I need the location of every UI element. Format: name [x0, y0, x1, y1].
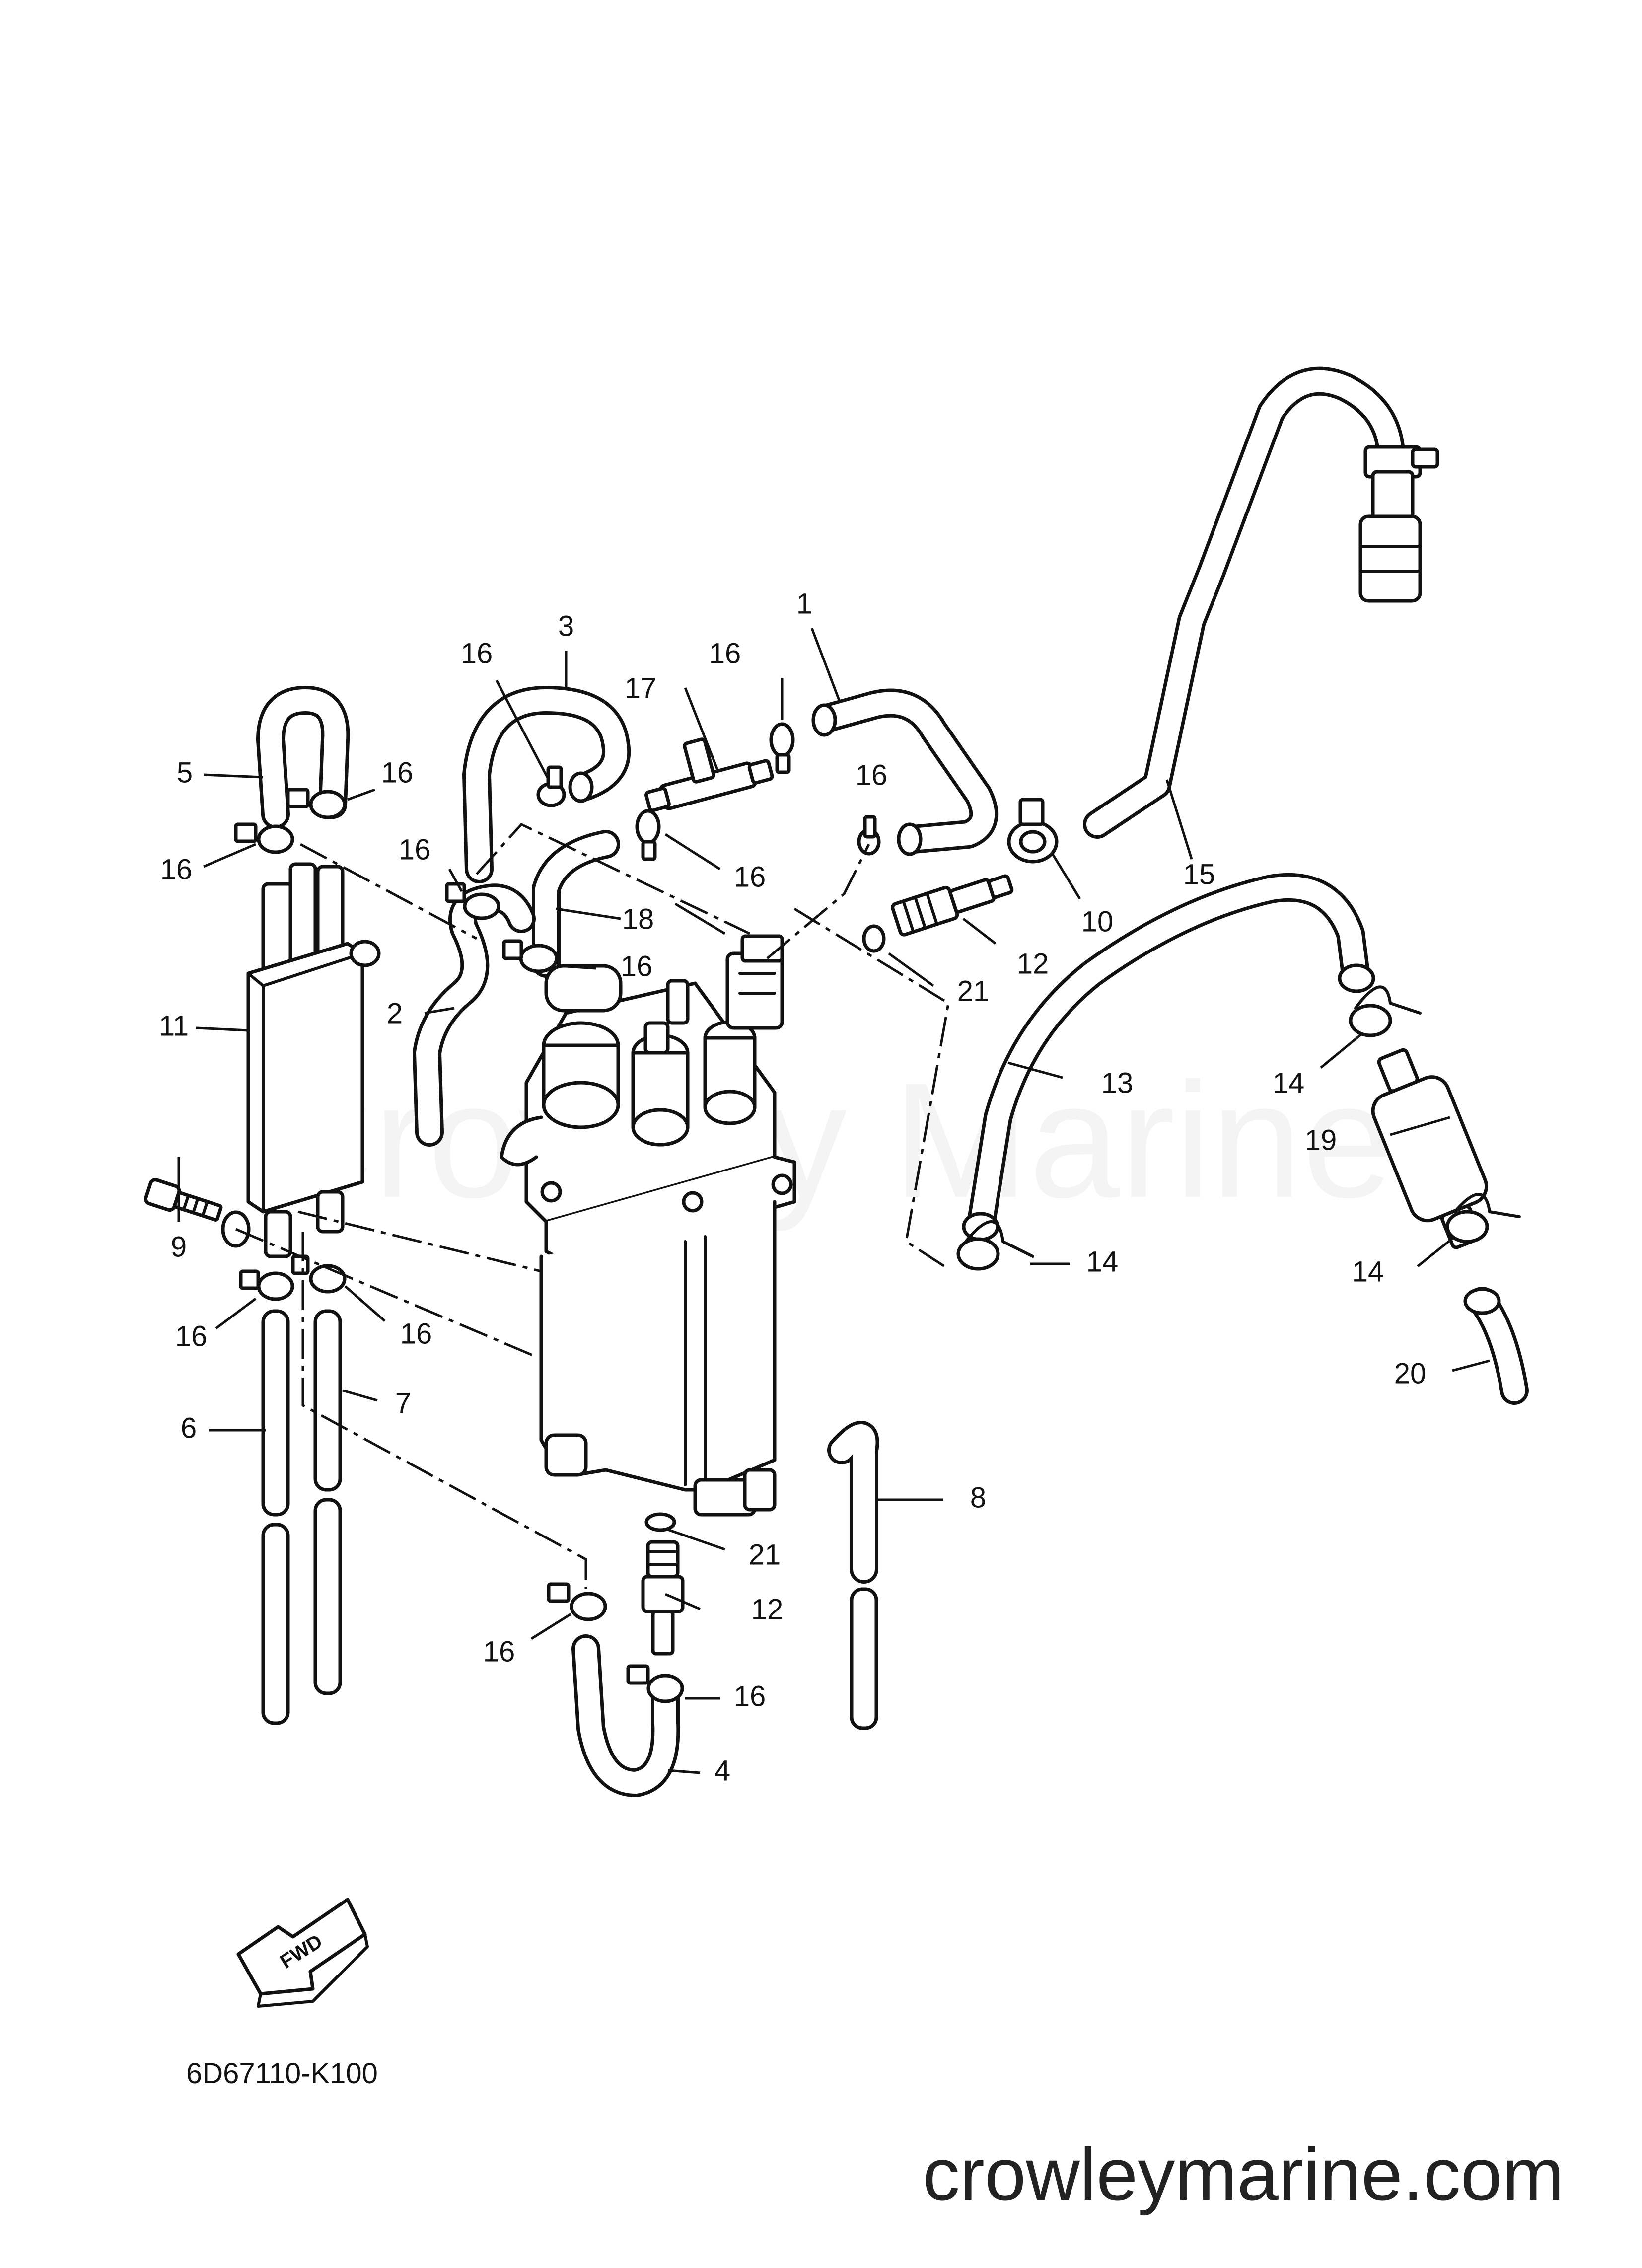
- callout-6: 6: [181, 1412, 197, 1444]
- callout-16-j: 16: [400, 1317, 432, 1350]
- part-15-fuel-hose: [1083, 366, 1439, 839]
- site-name: crowleymarine.com: [923, 2132, 1564, 2216]
- callout-3: 3: [558, 610, 574, 642]
- part-6-hose: [261, 1309, 290, 1725]
- callout-4: 4: [714, 1755, 730, 1787]
- callout-20: 20: [1394, 1357, 1427, 1390]
- callout-16-e: 16: [381, 756, 414, 789]
- part-8-hose: [827, 1421, 879, 1730]
- callout-19: 19: [1305, 1124, 1337, 1156]
- callout-16-i: 16: [175, 1320, 208, 1352]
- callout-16-l: 16: [734, 1680, 766, 1712]
- callout-15: 15: [1183, 858, 1215, 890]
- callout-14-b: 14: [1352, 1255, 1384, 1288]
- reference-lines: [235, 822, 950, 1589]
- part-1-fuel-hose: [811, 688, 999, 856]
- drawing-code: 6D67110-K100: [186, 2057, 378, 2090]
- callout-16-d: 16: [734, 861, 766, 893]
- part-14-clip-c: [956, 1220, 1034, 1271]
- callout-11: 11: [159, 1010, 189, 1042]
- part-14-clip-a: [1349, 985, 1422, 1037]
- callout-1: 1: [796, 587, 812, 620]
- part-13-fuel-hose: [962, 873, 1375, 1242]
- vapor-separator-assembly: [500, 934, 796, 1517]
- callout-7: 7: [395, 1387, 411, 1419]
- callout-16-h: 16: [621, 950, 653, 982]
- callout-16-c: 16: [856, 759, 888, 791]
- part-16-clamp: [234, 722, 881, 1703]
- watermark: Crowley Marine: [255, 1048, 1393, 1233]
- part-14-clip-b: [1445, 1193, 1521, 1244]
- part-12-fitting-lower: [641, 1540, 685, 1656]
- part-7-hose: [313, 1309, 342, 1695]
- callout-5: 5: [177, 756, 193, 789]
- part-21-o-ring-lower: [644, 1512, 676, 1532]
- callout-16-g: 16: [399, 833, 431, 866]
- callout-8: 8: [970, 1481, 986, 1514]
- callout-labels: 1 2 3 4 5 6 7 8 9 10 11 12 12 13 14 14 1…: [159, 587, 1426, 1787]
- part-4-hose: [571, 1634, 680, 1797]
- part-21-o-ring-upper: [862, 924, 886, 953]
- callout-2: 2: [387, 997, 403, 1029]
- part-3-hose: [462, 686, 631, 883]
- callout-14-c: 14: [1086, 1245, 1119, 1278]
- callout-13: 13: [1101, 1067, 1134, 1099]
- part-17-joint: [644, 737, 774, 812]
- callout-18: 18: [622, 903, 654, 935]
- part-12-fitting-upper: [891, 874, 1014, 937]
- part-9-bolt: [144, 1178, 251, 1248]
- callout-16-f: 16: [160, 853, 193, 885]
- callout-12-lower: 12: [751, 1593, 784, 1625]
- callout-14-a: 14: [1273, 1067, 1305, 1099]
- part-5-hose: [256, 686, 350, 829]
- callout-16-b: 16: [709, 637, 741, 669]
- callout-10: 10: [1081, 905, 1114, 938]
- callout-21-lower: 21: [749, 1538, 781, 1571]
- part-20-hose: [1463, 1287, 1529, 1405]
- part-10-hose-clamp: [1007, 798, 1059, 864]
- callout-21-upper: 21: [957, 975, 990, 1007]
- callout-17: 17: [625, 672, 657, 704]
- part-11-vapor-separator: [246, 862, 381, 1258]
- callout-9: 9: [171, 1231, 187, 1263]
- callout-12-upper: 12: [1017, 948, 1049, 980]
- fwd-arrow-icon: FWD: [236, 1898, 369, 2008]
- callout-16-a: 16: [461, 637, 493, 669]
- leader-lines: [177, 628, 1490, 1774]
- part-18-hose: [532, 830, 620, 978]
- callout-16-k: 16: [483, 1635, 515, 1668]
